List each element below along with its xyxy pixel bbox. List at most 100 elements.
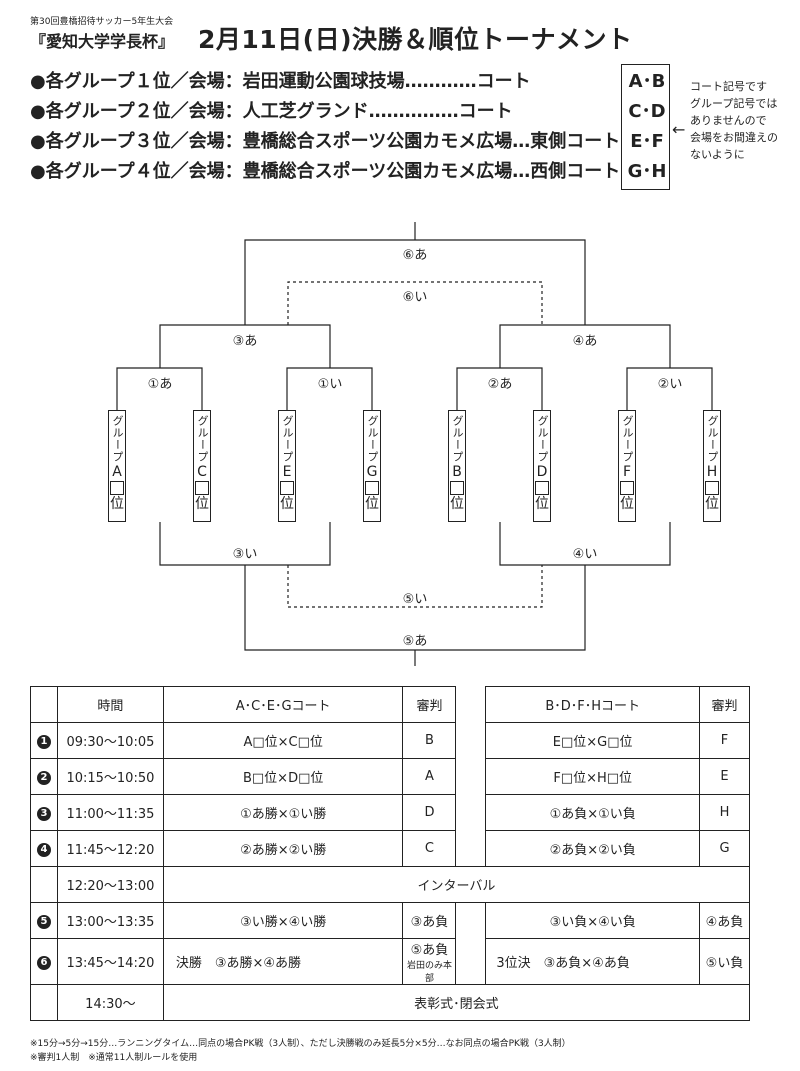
group-prefix: グループ (706, 415, 719, 463)
match-time: 10:15〜10:50 (56, 758, 164, 795)
match-number: 6 (30, 938, 58, 985)
venue-line-3: ●各グループ３位／会場：豊橋総合スポーツ公園カモメ広場…東側コート (30, 131, 621, 152)
group-suffix: 位 (705, 496, 719, 512)
court-code-3: E･F (630, 131, 664, 152)
closing-time: 14:30〜 (56, 984, 164, 1021)
group-letter: D (536, 464, 548, 480)
header-court-2: B･D･F･Hコート (485, 686, 701, 723)
table-row: 1 09:30〜10:05 A□位×C□位 B E□位×G□位 F (30, 722, 750, 759)
group-suffix: 位 (195, 496, 209, 512)
referee-1: ⑤あ負 岩田のみ本部 (402, 938, 457, 985)
match-time: 13:00〜13:35 (56, 902, 164, 939)
group-suffix: 位 (110, 496, 124, 512)
referee-2: H (699, 794, 750, 831)
note-line: ありませんので (690, 114, 767, 127)
tournament-bracket (116, 222, 713, 666)
match-court-2: E□位×G□位 (485, 722, 701, 759)
group-suffix: 位 (620, 496, 634, 512)
group-box-d: グループ D 位 (533, 410, 551, 522)
group-box-c: グループ C 位 (193, 410, 211, 522)
group-suffix: 位 (450, 496, 464, 512)
match-court-1: B□位×D□位 (162, 758, 404, 795)
match-time: 09:30〜10:05 (56, 722, 164, 759)
group-box-g: グループ G 位 (363, 410, 381, 522)
referee-1: C (402, 830, 457, 867)
group-box-f: グループ F 位 (618, 410, 636, 522)
group-letter: G (366, 464, 378, 480)
group-prefix: グループ (196, 415, 209, 463)
match-label-1a: ①あ (147, 377, 173, 392)
group-prefix: グループ (621, 415, 634, 463)
court-code-2: C･D (628, 101, 666, 122)
court-note: コート記号です グループ記号では ありませんので 会場をお間違えの ないように (690, 78, 778, 163)
referee-1: B (402, 722, 457, 759)
match-number: 2 (30, 758, 58, 795)
match-court-1: ③い勝×④い勝 (162, 902, 404, 939)
group-box-e: グループ E 位 (278, 410, 296, 522)
table-gap (455, 722, 487, 759)
header-time: 時間 (56, 686, 164, 723)
match-number: 3 (30, 794, 58, 831)
match-label-1i: ①い (317, 377, 343, 392)
match-court-2: F□位×H□位 (485, 758, 701, 795)
match-label-6a: ⑥あ (402, 248, 428, 263)
rank-blank-box (705, 481, 719, 495)
match-court-1: ②あ勝×②い勝 (162, 830, 404, 867)
group-suffix: 位 (365, 496, 379, 512)
rank-blank-box (535, 481, 549, 495)
court-code-4: G･H (627, 161, 667, 182)
cup-name: 『愛知大学学長杯』 (30, 32, 175, 51)
table-cell (30, 686, 58, 723)
group-prefix: グループ (281, 415, 294, 463)
match-court-2: ③い負×④い負 (485, 902, 701, 939)
group-prefix: グループ (111, 415, 124, 463)
referee-2: G (699, 830, 750, 867)
note-line: ないように (690, 148, 745, 161)
match-number-badge: 6 (36, 955, 51, 970)
group-letter: C (197, 464, 207, 480)
schedule-table: 時間 A･C･E･Gコート 審判 B･D･F･Hコート 審判 1 09:30〜1… (30, 686, 751, 1021)
left-arrow-icon: ← (672, 120, 686, 139)
table-row: 5 13:00〜13:35 ③い勝×④い勝 ③あ負 ③い負×④い負 ④あ負 (30, 902, 750, 939)
group-suffix: 位 (280, 496, 294, 512)
tournament-subtitle: 第30回豊橋招待サッカー5年生大会 (30, 17, 174, 27)
rank-blank-box (620, 481, 634, 495)
referee-note: 岩田のみ本部 (406, 961, 452, 984)
match-number-badge: 3 (36, 806, 51, 821)
venue-line-4: ●各グループ４位／会場：豊橋総合スポーツ公園カモメ広場…西側コート (30, 161, 621, 182)
rank-blank-box (450, 481, 464, 495)
match-court-2: ②あ負×②い負 (485, 830, 701, 867)
table-row: 2 10:15〜10:50 B□位×D□位 A F□位×H□位 E (30, 758, 750, 795)
referee-1: ③あ負 (402, 902, 457, 939)
match-number: 5 (30, 902, 58, 939)
match-number-badge: 2 (36, 770, 51, 785)
table-gap (455, 938, 487, 985)
referee-2: F (699, 722, 750, 759)
table-gap (455, 794, 487, 831)
table-gap (455, 758, 487, 795)
footnote-2: ※審判1人制 ※通常11人制ルールを使用 (30, 1053, 198, 1063)
table-cell (30, 866, 58, 903)
court-code-box (621, 64, 670, 190)
group-letter: H (706, 464, 718, 480)
match-label-6i: ⑥い (402, 290, 428, 305)
referee-2: ④あ負 (699, 902, 750, 939)
interval-time: 12:20〜13:00 (56, 866, 164, 903)
match-number: 4 (30, 830, 58, 867)
header-referee-2: 審判 (699, 686, 750, 723)
rank-blank-box (195, 481, 209, 495)
referee-2: ⑤い負 (699, 938, 750, 985)
rank-blank-box (110, 481, 124, 495)
match-number-badge: 1 (36, 734, 51, 749)
group-prefix: グループ (366, 415, 379, 463)
match-court-2: 3位決 ③あ負×④あ負 (485, 938, 701, 985)
table-gap (455, 830, 487, 867)
group-box-a: グループ A 位 (108, 410, 126, 522)
header-referee-1: 審判 (402, 686, 457, 723)
note-line: 会場をお間違えの (690, 131, 778, 144)
court-code-1: A･B (628, 71, 666, 92)
venue-line-2: ●各グループ２位／会場：人工芝グランド……………コート (30, 101, 513, 122)
match-label-5i: ⑤い (402, 592, 428, 607)
table-row: 4 11:45〜12:20 ②あ勝×②い勝 C ②あ負×②い負 G (30, 830, 750, 867)
match-number: 1 (30, 722, 58, 759)
